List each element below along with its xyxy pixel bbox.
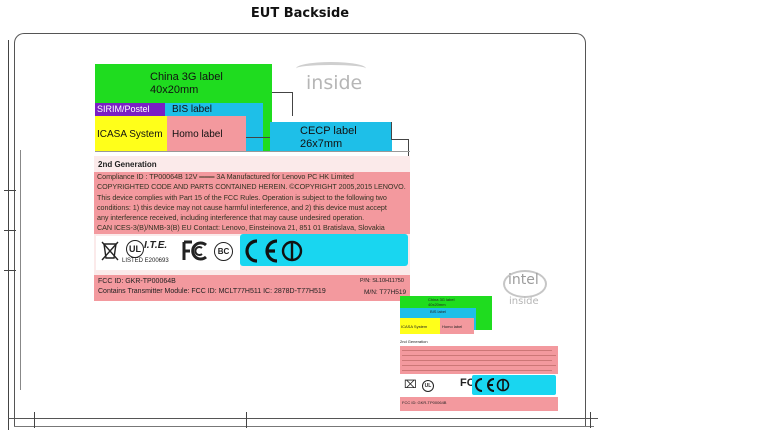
connector-line <box>408 139 409 161</box>
compliance-line: any interference received, including int… <box>97 213 365 223</box>
connector-line <box>292 92 293 116</box>
dimension-tick <box>590 412 591 428</box>
connector-line <box>391 122 392 140</box>
inside-logo-text: inside <box>306 72 363 94</box>
homo-label-text: Homo label <box>172 129 223 140</box>
side-tick <box>4 230 16 231</box>
small-ul-icon: UL <box>422 380 434 392</box>
ul-listed-text: LISTED E200693 <box>122 258 169 264</box>
bis-label-text: BIS label <box>172 104 213 115</box>
side-tick <box>4 190 16 191</box>
small-homo-text: Homo label <box>442 324 463 329</box>
icasa-label-text: ICASA System <box>97 129 163 140</box>
connector-line <box>246 137 270 138</box>
bottom-edge-line <box>14 426 594 427</box>
cecp-label-area <box>270 122 392 152</box>
small-china-label-text: China 3G label 40x20mm <box>428 297 455 307</box>
inside-small-text: inside <box>509 296 539 307</box>
fcc-id-text: FCC ID: GKR-TP00064B <box>98 278 176 285</box>
inner-edge-line <box>20 150 21 390</box>
compliance-line: conditions: 1) this device may not cause… <box>97 202 387 212</box>
china-3g-label-text: China 3G label 40x20mm <box>150 71 223 96</box>
text-line <box>402 360 552 361</box>
small-homo-area <box>440 318 474 334</box>
compliance-line: Compliance ID : TP00064B 12V ═══ 3A Manu… <box>97 172 354 181</box>
icasa-label-area <box>95 116 167 152</box>
small-generation-text: 2nd Generation <box>400 339 428 344</box>
bottom-dimension-line <box>8 418 598 419</box>
compliance-text-block: Compliance ID : TP00064B 12V ═══ 3A Manu… <box>94 172 410 234</box>
dimension-tick <box>246 412 247 428</box>
small-compliance-block <box>400 346 558 374</box>
connector-line <box>272 92 292 93</box>
sirim-label: SIRIM/Postel <box>95 103 165 116</box>
small-fcc-icon: FC <box>460 377 475 389</box>
intel-logo-swoosh <box>296 62 366 75</box>
page-title: EUT Backside <box>250 6 350 21</box>
connector-line <box>391 139 409 140</box>
text-line <box>402 365 556 366</box>
pn-text: P/N: SL10H11750 <box>360 278 404 284</box>
small-weee-icon: ⌧ <box>404 379 417 391</box>
small-ce-icon <box>475 378 510 392</box>
dimension-tick <box>34 412 35 428</box>
intel-logo-text: intel <box>508 272 539 288</box>
small-icasa-area <box>400 318 440 334</box>
side-tick <box>4 270 16 271</box>
intel-logo-ring <box>503 270 547 298</box>
homo-label-area <box>167 116 246 152</box>
divider-line <box>95 151 410 152</box>
left-edge-line <box>8 40 9 430</box>
compliance-line: CAN ICES-3(B)/NMB-3(B) EU Contact: Lenov… <box>97 223 385 233</box>
ul-mark-icon: UL <box>126 240 144 258</box>
small-fcc-strip <box>400 397 558 411</box>
module-text: Contains Transmitter Module: FCC ID: MCL… <box>98 288 326 295</box>
bc-mark-icon: BC <box>214 242 233 261</box>
small-bis-label-text: BIS label <box>430 309 447 314</box>
weee-bin-icon <box>101 241 119 261</box>
lts-text: I.T.E. <box>144 240 168 251</box>
text-line <box>402 370 552 371</box>
generation-text: 2nd Generation <box>98 160 157 169</box>
ce-mark-icon <box>245 239 303 263</box>
cert-icons-area: UL I.T.E. LISTED E200693 BC <box>96 236 240 270</box>
mn-text: M/N: T77H519 <box>364 289 407 296</box>
compliance-line: COPYRIGHTED CODE AND PARTS CONTAINED HER… <box>97 182 406 192</box>
fcc-id-strip <box>94 275 410 301</box>
fcc-logo-icon <box>182 240 207 261</box>
text-line <box>402 355 556 356</box>
small-icasa-text: ICASA System <box>401 324 428 329</box>
small-fcc-id-text: FCC ID: GKR-TP00064B <box>402 400 447 405</box>
compliance-line: This device complies with Part 15 of the… <box>97 192 387 202</box>
cecp-label-text: CECP label 26x7mm <box>300 125 357 150</box>
text-line <box>402 350 552 351</box>
